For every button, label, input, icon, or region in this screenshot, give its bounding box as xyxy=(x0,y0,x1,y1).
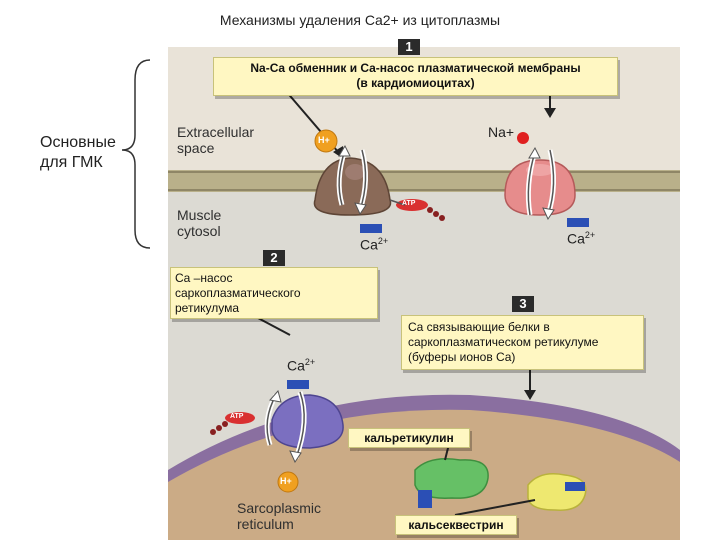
extracellular-label: Extracellular space xyxy=(177,124,255,156)
h-plus-label-sr: H+ xyxy=(280,476,292,486)
box2-line1: Ca –насос xyxy=(175,271,233,285)
calsequestrin-label: кальсеквестрин xyxy=(395,515,517,535)
box3-line1: Ca связывающие белки в xyxy=(408,320,550,334)
plasma-membrane xyxy=(168,170,680,192)
side-note: Основные для ГМК xyxy=(40,133,116,173)
box1-arrow-right xyxy=(544,108,556,118)
page-title: Механизмы удаления Ca2+ из цитоплазмы xyxy=(219,12,501,28)
pm-ca-pump xyxy=(313,157,392,216)
box3-callout: Ca связывающие белки в саркоплазматическ… xyxy=(401,315,644,370)
ca-label-3: Ca2+ xyxy=(287,357,316,374)
side-note-line1: Основные xyxy=(40,134,116,151)
box1-callout: Na-Ca обменник и Ca-насос плазматической… xyxy=(213,57,618,96)
ca-marker-1 xyxy=(360,224,382,233)
box2-callout: Ca –насос саркоплазматического ретикулум… xyxy=(170,267,378,319)
sr-ca-pump xyxy=(271,394,344,449)
h-plus-ion-sr xyxy=(277,471,299,493)
atp-label-sr: ATP xyxy=(230,413,244,420)
sr-label: Sarcoplasmic reticulum xyxy=(237,500,322,532)
box2-number: 2 xyxy=(263,250,285,266)
box1-arrow-left xyxy=(284,89,346,161)
ca-marker-3 xyxy=(287,380,309,389)
ca-label-1: Ca2+ xyxy=(360,236,389,253)
cytosol-label: Muscle cytosol xyxy=(177,207,222,239)
ca-marker-2 xyxy=(567,218,589,227)
box1-number: 1 xyxy=(398,39,420,55)
calreticulin-label: кальретикулин xyxy=(348,428,470,448)
na-plus-ion xyxy=(517,132,529,144)
atp-label-top: ATP xyxy=(402,200,416,207)
box1-line2: (в кардиомиоцитах) xyxy=(356,76,475,90)
box2-line2: саркоплазматического xyxy=(175,286,301,300)
na-plus-label: Na+ xyxy=(488,124,515,140)
atp-top xyxy=(396,199,428,211)
box3-number: 3 xyxy=(512,296,534,312)
ca-label-2: Ca2+ xyxy=(567,230,596,247)
box3-line3: (буферы ионов Ca) xyxy=(408,350,516,364)
box1-line1: Na-Ca обменник и Ca-насос плазматической… xyxy=(250,61,581,75)
calsequestrin-protein xyxy=(527,473,587,511)
na-ca-exchanger xyxy=(504,159,576,216)
h-plus-ion-top xyxy=(314,129,338,153)
brace-bracket xyxy=(121,59,151,249)
side-note-line2: для ГМК xyxy=(40,154,103,171)
box2-line3: ретикулума xyxy=(175,301,240,315)
atp-sr xyxy=(225,412,255,424)
box3-line2: саркоплазматическом ретикулуме xyxy=(408,335,599,349)
h-plus-label-top: H+ xyxy=(318,135,330,145)
